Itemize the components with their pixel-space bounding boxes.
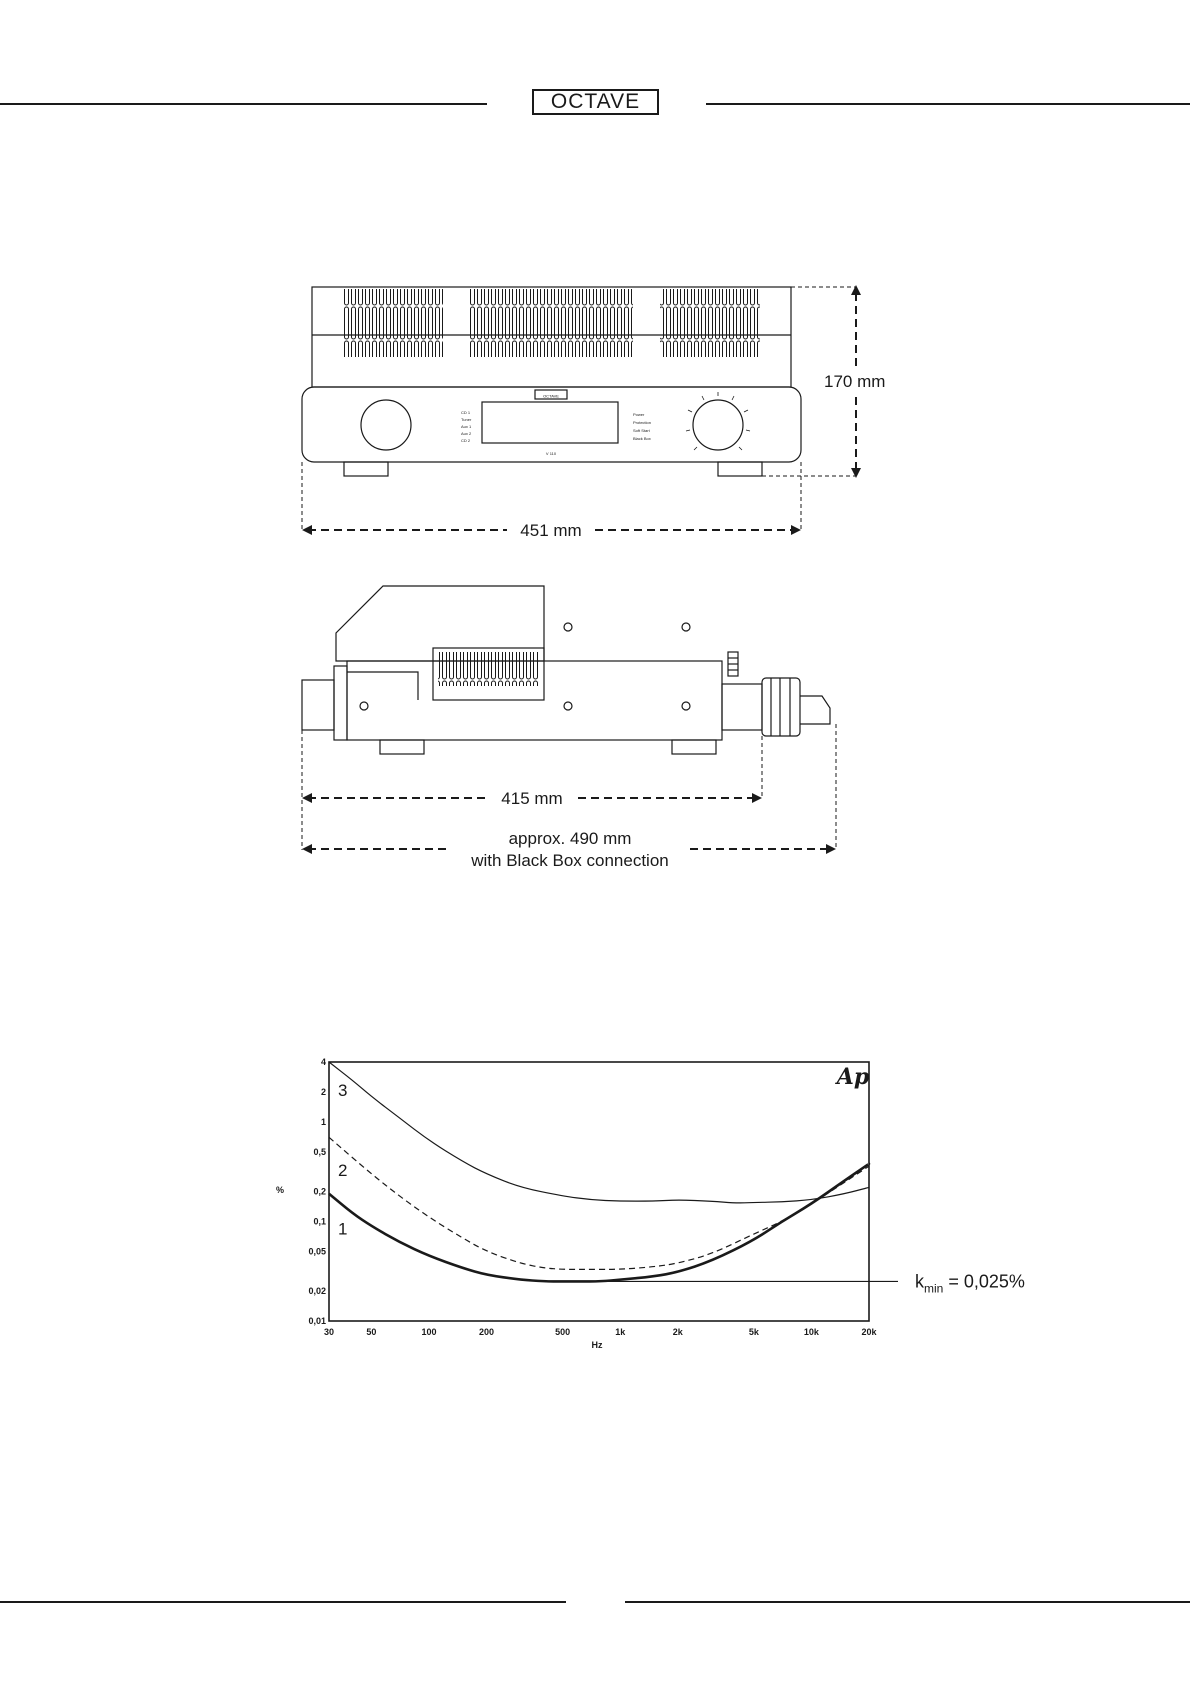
x-tick-label: 2k xyxy=(673,1327,684,1337)
vent-grille xyxy=(470,289,633,323)
panel-logo: OCTAVE xyxy=(543,394,559,399)
x-tick-label: 5k xyxy=(749,1327,760,1337)
status-label-list: Power Protection Soft Start Black Box xyxy=(633,412,651,441)
front-foot xyxy=(718,462,762,476)
y-tick-label: 0,5 xyxy=(313,1147,326,1157)
y-tick-label: 0,1 xyxy=(313,1216,326,1226)
y-tick-label: 0,02 xyxy=(308,1286,326,1296)
input-label: CD 1 xyxy=(461,410,471,415)
width-dimension-label: 451 mm xyxy=(520,521,581,540)
screw xyxy=(682,623,690,631)
front-view-drawing xyxy=(302,287,801,476)
x-tick-label: 30 xyxy=(324,1327,334,1337)
x-tick-label: 1k xyxy=(615,1327,626,1337)
kmin-value: = 0,025% xyxy=(943,1271,1025,1291)
y-tick-label: 0,01 xyxy=(308,1316,326,1326)
screw xyxy=(682,702,690,710)
series-label-3: 3 xyxy=(338,1081,347,1100)
side-foot xyxy=(672,740,716,754)
front-foot xyxy=(344,462,388,476)
vent-grille xyxy=(343,323,443,357)
black-box-plug xyxy=(762,678,800,736)
series-label-1: 1 xyxy=(338,1219,347,1238)
vent-grille xyxy=(470,323,633,357)
series-labels: 1 2 3 xyxy=(338,1081,347,1239)
status-label: Power xyxy=(633,412,645,417)
screw xyxy=(360,702,368,710)
y-axis-label: % xyxy=(276,1185,284,1195)
status-label: Black Box xyxy=(633,436,651,441)
selector-knob-right xyxy=(693,400,743,450)
kmin-annotation: kmin = 0,025% xyxy=(915,1271,1025,1295)
vent-grille xyxy=(660,289,760,323)
x-tick-label: 10k xyxy=(804,1327,820,1337)
side-front-knob xyxy=(302,680,334,730)
vent-grille xyxy=(343,289,443,323)
y-tick-label: 0,2 xyxy=(313,1187,326,1197)
screw xyxy=(564,623,572,631)
vent-grille xyxy=(660,323,760,357)
ap-brand-mark: Ap xyxy=(835,1064,870,1090)
screw xyxy=(564,702,572,710)
input-label-list: CD 1 Tuner Aux 1 Aux 2 CD 2 xyxy=(461,410,472,443)
side-view-drawing xyxy=(302,586,830,754)
x-tick-label: 200 xyxy=(479,1327,494,1337)
x-tick-label: 100 xyxy=(421,1327,436,1337)
x-tick-label: 50 xyxy=(366,1327,376,1337)
panel-display xyxy=(482,402,618,443)
depth-dimension-label: 415 mm xyxy=(501,789,562,808)
input-label: Aux 2 xyxy=(461,431,472,436)
model-label: V 110 xyxy=(546,451,557,456)
series-line-1 xyxy=(329,1164,869,1282)
y-tick-label: 1 xyxy=(321,1117,326,1127)
input-label: Tuner xyxy=(461,417,472,422)
height-dimension-label: 170 mm xyxy=(824,372,885,391)
series-label-2: 2 xyxy=(338,1161,347,1180)
depth-bb-dimension-label: approx. 490 mm xyxy=(509,829,632,848)
y-tick-label: 0,05 xyxy=(308,1246,326,1256)
x-axis-label: Hz xyxy=(592,1340,603,1350)
x-tick-label: 20k xyxy=(861,1327,877,1337)
volume-knob-left xyxy=(361,400,411,450)
vent-grille xyxy=(438,652,538,686)
black-box-cable xyxy=(800,696,830,724)
selector-scale xyxy=(686,392,750,450)
kmin-subscript: min xyxy=(924,1281,943,1295)
input-label: Aux 1 xyxy=(461,424,472,429)
x-tick-label: 500 xyxy=(555,1327,570,1337)
side-cover-profile xyxy=(336,586,544,661)
input-label: CD 2 xyxy=(461,438,471,443)
y-tick-label: 4 xyxy=(321,1057,326,1067)
side-foot xyxy=(380,740,424,754)
y-tick-labels: 0,01 0,02 0,05 0,1 0,2 0,5 1 2 4 xyxy=(308,1057,326,1326)
depth-bb-dimension-note: with Black Box connection xyxy=(470,851,669,870)
rear-connector-block xyxy=(722,684,762,730)
status-label: Protection xyxy=(633,420,651,425)
status-label: Soft Start xyxy=(633,428,651,433)
x-tick-labels: 30 50 100 200 500 1k 2k 5k 10k 20k xyxy=(324,1327,878,1337)
series-line-2 xyxy=(329,1137,869,1269)
series-lines xyxy=(329,1062,869,1281)
side-front-panel xyxy=(334,666,347,740)
y-tick-label: 2 xyxy=(321,1087,326,1097)
series-line-3 xyxy=(329,1062,869,1203)
